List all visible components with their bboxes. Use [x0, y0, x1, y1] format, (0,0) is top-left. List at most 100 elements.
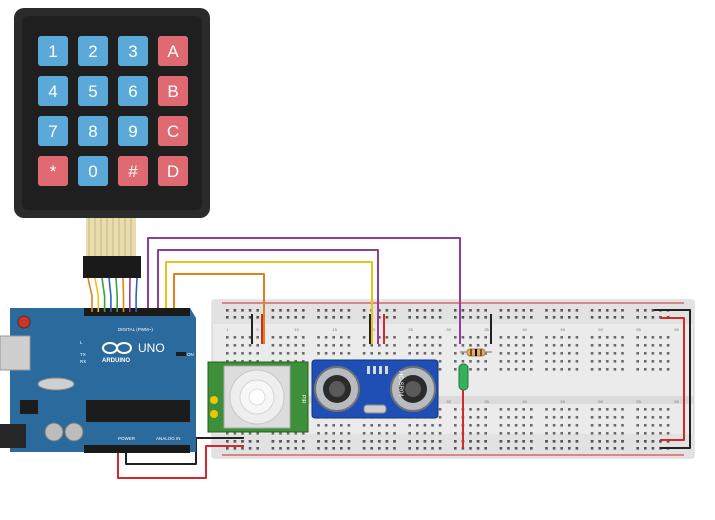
keypad-ribbon-cable — [83, 218, 141, 278]
keypad-key-label: D — [167, 162, 179, 181]
analog-header — [84, 445, 190, 453]
pir-label: PIR — [300, 395, 306, 404]
keypad-key[interactable]: 2 — [78, 36, 108, 66]
led[interactable] — [458, 363, 469, 391]
voltage-regulator — [20, 400, 38, 414]
breadboard-column-number: 55 — [636, 399, 641, 404]
keypad-key-label: 4 — [48, 82, 57, 101]
keypad-wire — [101, 277, 106, 312]
analog-label: ANALOG IN — [156, 436, 181, 441]
resistor[interactable] — [460, 348, 492, 357]
power-label: POWER — [118, 436, 136, 441]
keypad-key[interactable]: 9 — [118, 116, 148, 146]
breadboard-column-number: 30 — [446, 327, 451, 332]
breadboard-column-number: 35 — [484, 399, 489, 404]
breadboard-column-number: 45 — [560, 399, 565, 404]
keypad-key[interactable]: 0 — [78, 156, 108, 186]
keypad-key-label: 8 — [88, 122, 97, 141]
wire-orange — [173, 273, 265, 344]
reset-button[interactable] — [17, 315, 31, 329]
l-label: L — [80, 340, 83, 345]
keypad-key[interactable]: C — [158, 116, 188, 146]
keypad-key[interactable]: 7 — [38, 116, 68, 146]
tx-label: TX — [80, 352, 86, 357]
keypad-key[interactable]: 8 — [78, 116, 108, 146]
keypad-key-label: 2 — [88, 42, 97, 61]
keypad-connector — [83, 256, 141, 278]
keypad-key[interactable]: 1 — [38, 36, 68, 66]
keypad-key-label: * — [50, 162, 57, 181]
keypad-key-label: 1 — [48, 42, 57, 61]
keypad-wire — [122, 277, 125, 312]
wire-purple — [147, 237, 461, 344]
keypad-key[interactable]: A — [158, 36, 188, 66]
breadboard-column-number: 10 — [294, 327, 299, 332]
arduino-pcb — [10, 308, 196, 452]
keypad-key-label: 5 — [88, 82, 97, 101]
keypad[interactable]: 1 2 3 A 4 5 6 B 7 8 9 C * 0 # D — [14, 8, 210, 278]
ultrasonic-crystal — [363, 404, 387, 414]
wire-red-power — [117, 445, 244, 479]
keypad-wire — [135, 277, 138, 312]
wire-yellow — [165, 261, 373, 344]
keypad-wire — [87, 277, 93, 312]
wire-black-power — [125, 437, 244, 465]
keypad-wire — [108, 277, 112, 312]
keypad-key[interactable]: 4 — [38, 76, 68, 106]
ultrasonic-label: HC-SR04 — [397, 371, 403, 397]
arduino-logo-icon — [102, 342, 132, 354]
wire-red-rail — [660, 317, 685, 441]
breadboard-column-number: 1 — [226, 327, 229, 332]
capacitor-2 — [64, 422, 84, 442]
wire-purple-2 — [157, 249, 379, 344]
breadboard-column-number: 20 — [370, 327, 375, 332]
pir-sensor[interactable]: PIR — [207, 361, 309, 433]
keypad-key-label: 7 — [48, 122, 57, 141]
arduino-uno-board[interactable]: UNO ARDUINO DIGITAL (PWM~) POWER ANALOG … — [0, 308, 196, 453]
capacitor-1 — [44, 422, 64, 442]
breadboard-column-number: 30 — [446, 399, 451, 404]
keypad-key[interactable]: B — [158, 76, 188, 106]
usb-port — [0, 335, 31, 371]
keypad-key-label: A — [167, 42, 179, 61]
keypad-key[interactable]: 6 — [118, 76, 148, 106]
breadboard-column-number: 35 — [484, 327, 489, 332]
keypad-key[interactable]: 5 — [78, 76, 108, 106]
breadboard-column-number: 60 — [674, 327, 679, 332]
keypad-key-label: 9 — [128, 122, 137, 141]
breadboard-column-number: 50 — [598, 327, 603, 332]
breadboard-column-number: 60 — [674, 399, 679, 404]
ultrasonic-sensor[interactable]: HC-SR04 — [311, 359, 439, 419]
breadboard-column-number: 55 — [636, 327, 641, 332]
digital-header — [84, 308, 190, 316]
keypad-key[interactable]: * — [38, 156, 68, 186]
keypad-wire — [94, 277, 100, 312]
breadboard-column-number: 50 — [598, 399, 603, 404]
keypad-key-label: # — [128, 162, 138, 181]
keypad-wire-bundle — [87, 277, 138, 312]
keypad-key-label: 6 — [128, 82, 137, 101]
breadboard-column-number: 25 — [408, 327, 413, 332]
digital-label: DIGITAL (PWM~) — [118, 327, 153, 332]
on-label: ON — [187, 352, 194, 357]
breadboard-column-number: 45 — [560, 327, 565, 332]
pir-potentiometer-2 — [210, 396, 218, 404]
keypad-key[interactable]: 3 — [118, 36, 148, 66]
keypad-wire — [115, 277, 118, 312]
breadboard-column-number: 40 — [522, 327, 527, 332]
keypad-key-label: 3 — [128, 42, 137, 61]
pir-potentiometer-1 — [210, 410, 218, 418]
breadboard-column-number: 5 — [256, 327, 259, 332]
power-jack — [0, 424, 26, 448]
breadboard-column-number: 40 — [522, 399, 527, 404]
brand-label: ARDUINO — [102, 358, 130, 364]
rx-label: RX — [80, 359, 86, 364]
model-label: UNO — [138, 341, 165, 355]
wire-black-rail — [654, 309, 691, 449]
keypad-key[interactable]: # — [118, 156, 148, 186]
crystal — [37, 377, 75, 391]
wires — [117, 237, 691, 479]
keypad-key-label: 0 — [88, 162, 97, 181]
keypad-key[interactable]: D — [158, 156, 188, 186]
